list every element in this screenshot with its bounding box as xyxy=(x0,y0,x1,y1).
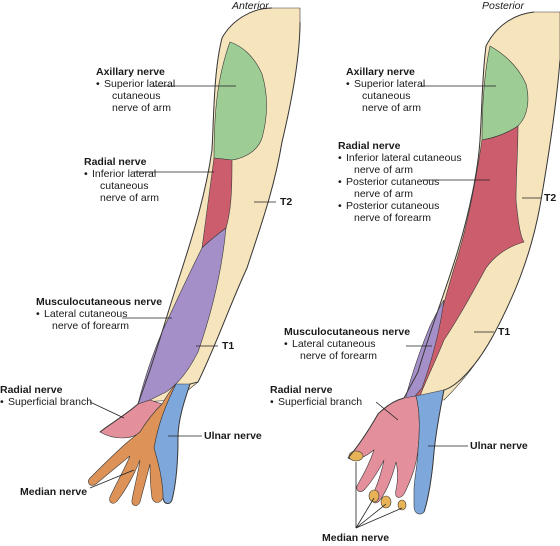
anterior-radial-superficial-label: Radial nerve Superficial branch xyxy=(0,384,92,408)
label-line: Posterior cutaneous xyxy=(338,176,462,188)
label-line: nerve of arm xyxy=(354,164,413,176)
label-line: nerve of forearm xyxy=(354,212,432,224)
anterior-radial-upper-label: Radial nerve Inferior lateral cutaneous … xyxy=(84,156,159,204)
posterior-median-nail-ring xyxy=(397,499,407,511)
posterior-ulnar-label: Ulnar nerve xyxy=(470,440,528,452)
posterior-radial-superficial-region xyxy=(347,395,420,504)
label-line: nerve of forearm xyxy=(300,350,378,362)
posterior-axillary-label: Axillary nerve Superior lateral cutaneou… xyxy=(346,66,425,114)
posterior-radial-label: Radial nerve Inferior lateral cutaneous … xyxy=(338,140,462,224)
posterior-radial-superficial-label: Radial nerve Superficial branch xyxy=(270,384,362,408)
posterior-radial-region xyxy=(409,125,525,403)
anterior-arm xyxy=(88,7,301,506)
anterior-t1-label: T1 xyxy=(222,340,235,352)
posterior-view-label: Posterior xyxy=(482,0,525,12)
anterior-musculocutaneous-region xyxy=(137,227,227,405)
posterior-median-label: Median nerve xyxy=(322,532,390,544)
anterior-view-label: Anterior xyxy=(232,0,269,12)
label-line: nerve of forearm xyxy=(52,320,130,332)
anterior-arm-outline xyxy=(99,7,301,504)
posterior-median-nail-index xyxy=(368,489,380,503)
label-line: Posterior cutaneous xyxy=(338,200,462,212)
label-line: Inferior lateral xyxy=(84,168,159,180)
anterior-median-region xyxy=(88,383,177,506)
posterior-arm xyxy=(347,11,560,515)
label-title: Radial nerve xyxy=(270,384,333,396)
anterior-musculocutaneous-label: Musculocutaneous nerve Lateral cutaneous… xyxy=(36,296,162,332)
posterior-median-nail-middle xyxy=(380,495,392,509)
label-line: nerve of arm xyxy=(362,102,421,114)
label-line: Superior lateral xyxy=(96,78,175,90)
label-title: Radial nerve xyxy=(338,140,401,152)
posterior-t2-label: T2 xyxy=(544,192,557,204)
label-line: Superficial branch xyxy=(0,396,92,408)
posterior-arm-outline xyxy=(347,11,560,513)
label-title: Musculocutaneous nerve xyxy=(284,326,411,338)
label-title: Musculocutaneous nerve xyxy=(36,296,163,308)
label-line: Superficial branch xyxy=(270,396,362,408)
label-title: Radial nerve xyxy=(84,156,147,168)
posterior-t1-label: T1 xyxy=(498,326,511,338)
label-line: Lateral cutaneous xyxy=(36,308,162,320)
label-line: nerve of arm xyxy=(354,188,413,200)
anterior-ulnar-label: Ulnar nerve xyxy=(204,430,262,442)
label-line: Inferior lateral cutaneous xyxy=(338,152,462,164)
label-line: Superior lateral xyxy=(346,78,425,90)
anterior-axillary-region xyxy=(213,41,267,161)
label-line: cutaneous xyxy=(100,180,149,192)
anterior-median-label: Median nerve xyxy=(20,486,88,498)
posterior-ulnar-region xyxy=(413,389,445,515)
label-line: nerve of arm xyxy=(100,192,159,204)
label-line: cutaneous xyxy=(362,90,411,102)
label-line: Lateral cutaneous xyxy=(284,338,410,350)
label-title: Axillary nerve xyxy=(346,66,415,78)
label-title: Axillary nerve xyxy=(96,66,165,78)
label-line: nerve of arm xyxy=(112,102,171,114)
anterior-axillary-label: Axillary nerve Superior lateral cutaneou… xyxy=(96,66,175,114)
posterior-median-nail-thumb xyxy=(348,450,364,462)
anterior-t2-label: T2 xyxy=(280,196,293,208)
posterior-musculocutaneous-label: Musculocutaneous nerve Lateral cutaneous… xyxy=(284,326,410,362)
label-title: Radial nerve xyxy=(0,384,63,396)
label-line: cutaneous xyxy=(112,90,161,102)
